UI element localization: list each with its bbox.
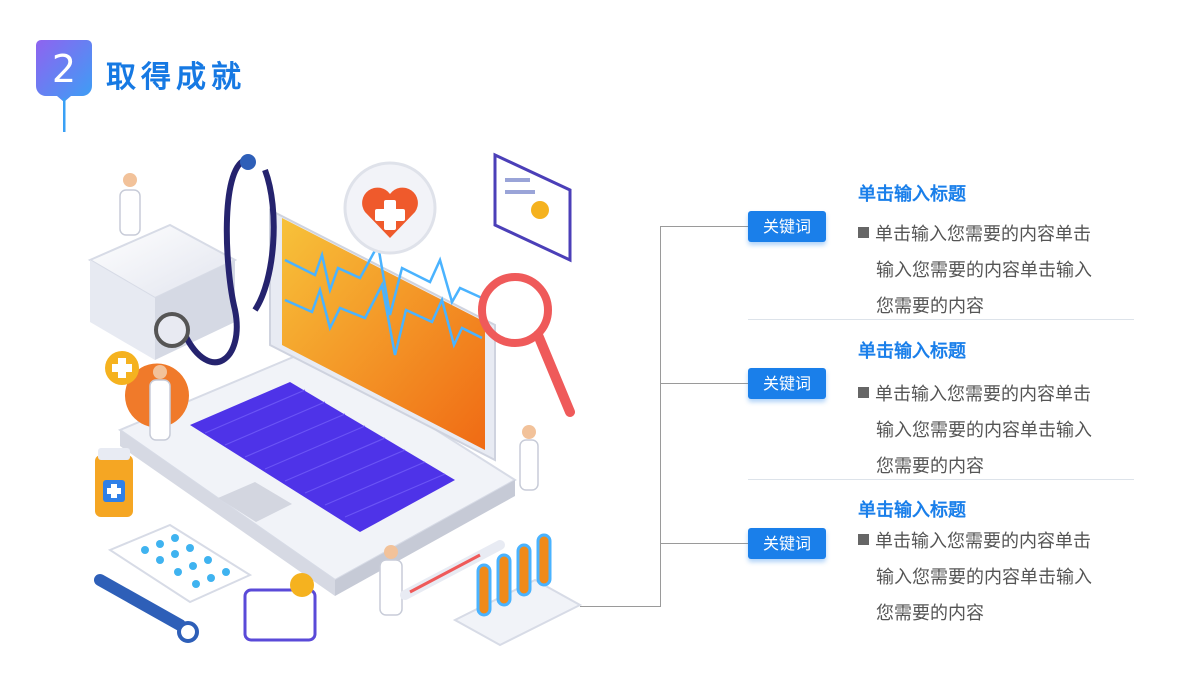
divider [748, 319, 1134, 320]
connector-trunk [660, 226, 661, 607]
keyword-pill[interactable]: 关键词 [748, 528, 826, 559]
connector-branch-3 [660, 543, 748, 544]
page-title: 取得成就 [106, 60, 246, 95]
item-title[interactable]: 单击输入标题 [858, 341, 966, 362]
item-body[interactable]: 单击输入您需要的内容单击 输入您需要的内容单击输入 您需要的内容 [858, 377, 1148, 485]
section-number-badge: 2 [36, 40, 92, 132]
item-body[interactable]: 单击输入您需要的内容单击 输入您需要的内容单击输入 您需要的内容 [858, 524, 1148, 632]
section-number: 2 [52, 47, 76, 91]
connector-branch-1 [660, 226, 748, 227]
square-bullet-icon [858, 227, 869, 238]
connector-line [580, 606, 660, 607]
keyword-pill[interactable]: 关键词 [748, 211, 826, 242]
item-body[interactable]: 单击输入您需要的内容单击 输入您需要的内容单击输入 您需要的内容 [858, 217, 1148, 325]
square-bullet-icon [858, 387, 869, 398]
medical-laptop-illustration [87, 152, 583, 647]
square-bullet-icon [858, 534, 869, 545]
connector-branch-2 [660, 383, 748, 384]
item-title[interactable]: 单击输入标题 [858, 500, 966, 521]
keyword-pill[interactable]: 关键词 [748, 368, 826, 399]
divider [748, 479, 1134, 480]
item-title[interactable]: 单击输入标题 [858, 184, 966, 205]
